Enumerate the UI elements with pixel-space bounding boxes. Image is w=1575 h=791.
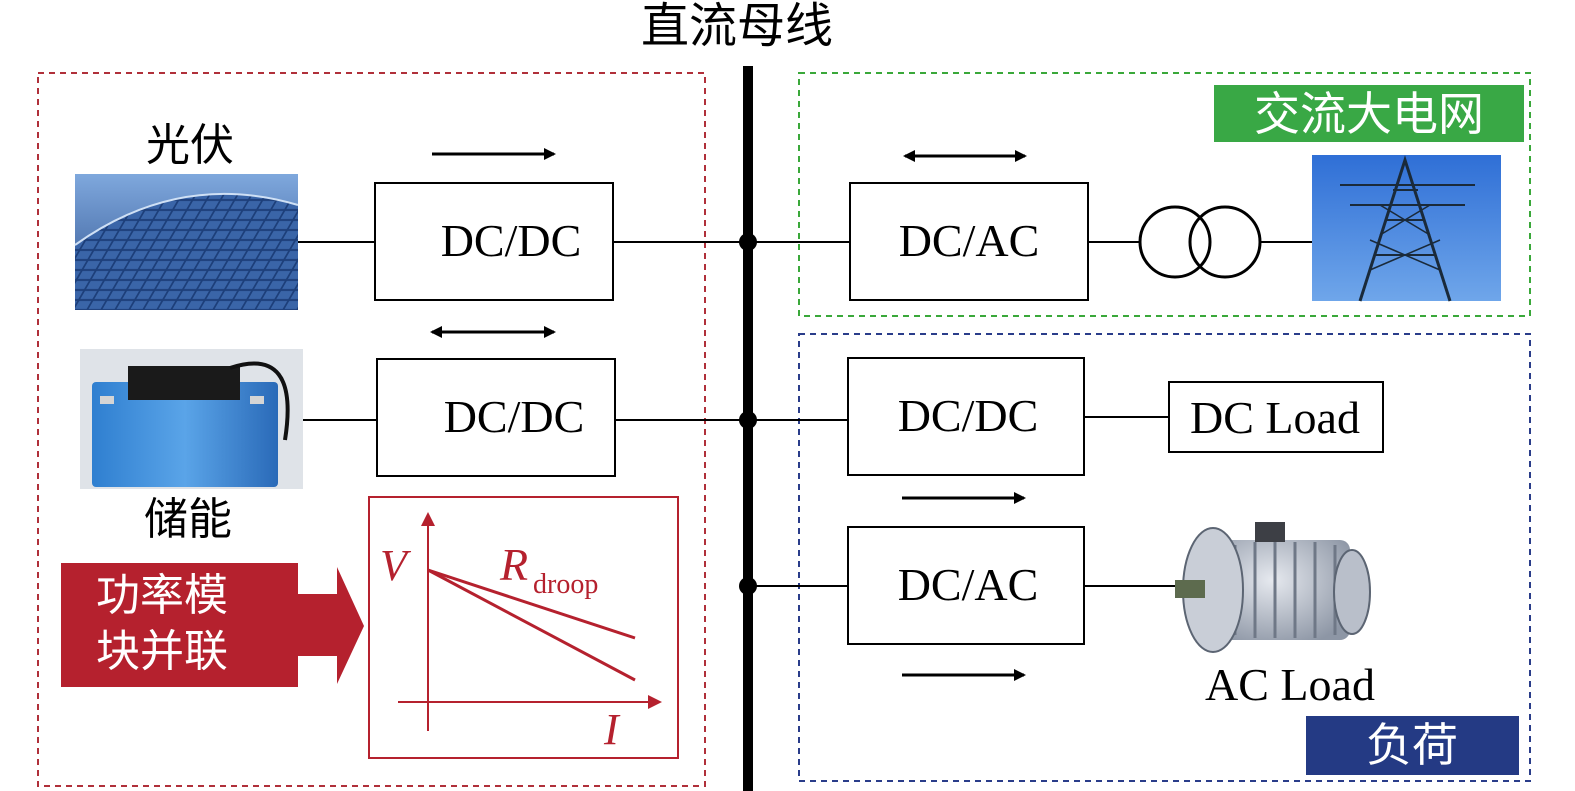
parallel-label-line2: 块并联 — [96, 626, 228, 677]
droop-chart: V I R droop — [368, 496, 679, 759]
source-group-frame — [37, 72, 706, 787]
droop-r-subscript: droop — [533, 569, 598, 600]
pv-label: 光伏 — [146, 120, 234, 171]
grid-group-frame — [798, 72, 1531, 317]
droop-x-label: I — [603, 705, 621, 754]
load-badge-label: 负荷 — [1366, 718, 1458, 772]
parallel-label-line1: 功率模 — [96, 570, 228, 621]
grid-badge-label: 交流大电网 — [1254, 87, 1484, 141]
bus-junction-storage — [739, 411, 757, 429]
grid-converter-box — [849, 182, 1089, 301]
droop-y-label: V — [380, 541, 412, 590]
bus-junction-ac-load — [739, 577, 757, 595]
droop-r-label: R — [499, 539, 528, 590]
dc-load-converter-label: DC/DC — [898, 390, 1039, 441]
load-group-frame — [798, 333, 1531, 782]
load-badge — [1306, 716, 1519, 775]
storage-converter-box — [376, 358, 616, 477]
grid-converter-label: DC/AC — [899, 215, 1040, 266]
dc-load-label: DC Load — [1190, 392, 1360, 443]
solar-panel-icon — [74, 174, 299, 310]
parallel-label-box — [61, 563, 298, 687]
bus-junction-pv — [739, 233, 757, 251]
storage-converter-label: DC/DC — [444, 391, 585, 442]
dc-load-converter-box — [847, 357, 1085, 476]
storage-label: 储能 — [144, 494, 232, 545]
ac-load-converter-label: DC/AC — [898, 559, 1039, 610]
grid-badge — [1214, 85, 1524, 142]
transformer-icon — [1138, 205, 1262, 279]
transmission-tower-icon — [1312, 155, 1501, 302]
battery-icon — [80, 349, 303, 489]
droop-line-steep — [427, 568, 636, 682]
bus-title: 直流母线 — [641, 0, 833, 54]
dc-load-box — [1168, 381, 1384, 453]
motor-icon — [1175, 522, 1371, 653]
ac-load-label: AC Load — [1205, 659, 1375, 710]
parallel-arrow — [298, 567, 364, 684]
pv-converter-label: DC/DC — [441, 215, 582, 266]
droop-line-shallow — [427, 568, 636, 640]
